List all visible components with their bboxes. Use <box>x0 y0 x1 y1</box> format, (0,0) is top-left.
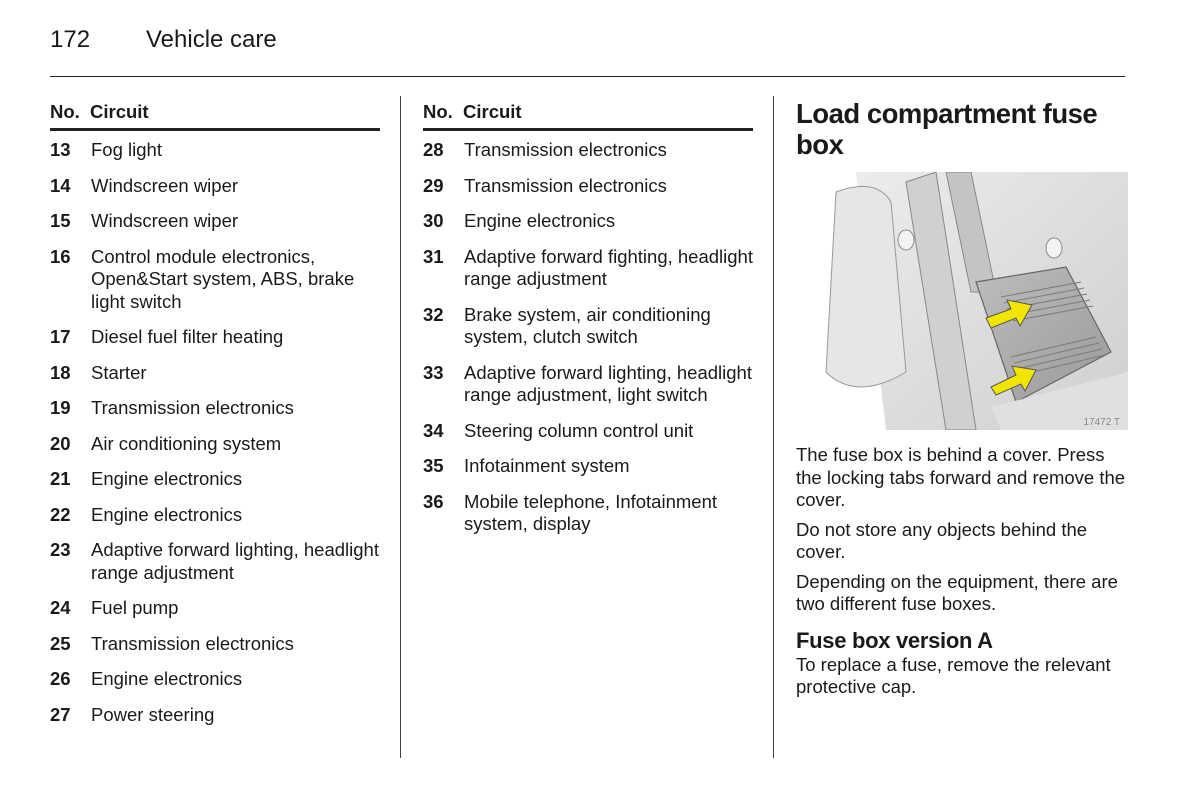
circuit-name: Engine electronics <box>91 468 243 489</box>
circuit-name: Adaptive forward fighting, headlight ran… <box>464 245 753 290</box>
table-row: 23 Adaptive forward lighting, headlight r… <box>50 539 380 584</box>
fuse-number: 22 <box>50 503 71 525</box>
table-row: 36 Mobile telephone, Infotainment system,… <box>423 491 753 536</box>
circuit-name: Fog light <box>91 139 162 160</box>
header-no: No. <box>50 101 80 122</box>
paragraph: To replace a fuse, remove the relevant p… <box>796 653 1111 698</box>
table-row: 28 Transmission electronics <box>423 139 753 162</box>
circuit-name: Engine electronics <box>91 503 243 525</box>
circuit-name: Air conditioning system <box>91 432 282 454</box>
fuse-number: 32 <box>423 303 444 325</box>
circuit-name: Diesel fuel filter heating <box>91 326 284 347</box>
header-no: No. <box>423 101 453 122</box>
table-row: 26 Engine electronics <box>50 668 380 691</box>
table-row: 24 Fuel pump <box>50 597 380 620</box>
circuit-name: Transmission electronics <box>91 632 294 654</box>
fuse-number: 17 <box>50 326 71 347</box>
fuse-number: 23 <box>50 539 71 560</box>
circuit-name: Adaptive forward lighting, headlight ran… <box>91 539 379 583</box>
section-heading: Load compartment fuse box <box>796 98 1098 160</box>
column-divider <box>773 96 774 758</box>
table-row: 35 Infotainment system <box>423 455 753 478</box>
fuse-number: 13 <box>50 139 71 160</box>
fuse-number: 30 <box>423 210 444 231</box>
fuse-number: 36 <box>423 490 444 512</box>
circuit-name: Adaptive forward lighting, headlight ran… <box>464 361 752 406</box>
fuse-number: 27 <box>50 703 71 725</box>
table-row: 30 Engine electronics <box>423 210 753 233</box>
table-row: 33 Adaptive forward lighting, headlight r… <box>423 362 753 407</box>
circuit-name: Engine electronics <box>464 210 616 231</box>
table-row: 19 Transmission electronics <box>50 397 380 420</box>
fuse-number: 33 <box>423 361 444 383</box>
fuse-number: 29 <box>423 174 444 196</box>
circuit-name: Engine electronics <box>91 668 243 689</box>
header-circuit: Circuit <box>90 101 149 122</box>
fuse-number: 31 <box>423 245 444 267</box>
fuse-number: 35 <box>423 455 444 476</box>
circuit-name: Transmission electronics <box>464 139 667 160</box>
fuse-number: 14 <box>50 174 71 196</box>
column-divider <box>400 96 401 758</box>
circuit-name: Windscreen wiper <box>91 174 239 196</box>
fuse-number: 24 <box>50 597 71 618</box>
table-header: No. Circuit <box>423 98 753 131</box>
fuse-number: 20 <box>50 432 71 454</box>
table-row: 17 Diesel fuel filter heating <box>50 326 380 349</box>
table-row: 31 Adaptive forward fighting, headlight r… <box>423 246 753 291</box>
table-row: 14 Windscreen wiper <box>50 175 380 198</box>
fuse-number: 19 <box>50 397 71 418</box>
paragraph: Depending on the equipment, there are tw… <box>796 570 1118 615</box>
page-header: 172 Vehicle care <box>50 24 1125 77</box>
table-row: 32 Brake system, air conditioning system,… <box>423 304 753 349</box>
circuit-name: Starter <box>91 361 147 383</box>
table-row: 13 Fog light <box>50 139 380 162</box>
circuit-name: Windscreen wiper <box>91 210 239 231</box>
fuse-number: 16 <box>50 245 71 267</box>
circuit-name: Fuel pump <box>91 597 179 618</box>
circuit-name: Transmission electronics <box>91 397 294 418</box>
page-number: 172 <box>50 26 91 53</box>
table-row: 20 Air conditioning system <box>50 433 380 456</box>
fuse-number: 25 <box>50 632 71 654</box>
fuse-number: 34 <box>423 419 444 441</box>
circuit-name: Brake system, air conditioning system, c… <box>464 303 711 348</box>
table-header: No. Circuit <box>50 98 380 131</box>
subheading: Fuse box version A <box>796 627 993 653</box>
table-row: 18 Starter <box>50 362 380 385</box>
circuit-name: Steering column control unit <box>464 419 694 441</box>
table-row: 21 Engine electronics <box>50 468 380 491</box>
table-row: 34 Steering column control unit <box>423 420 753 443</box>
section-body: The fuse box is behind a cover. Press th… <box>796 444 1128 699</box>
fuse-number: 18 <box>50 361 71 383</box>
header-circuit: Circuit <box>463 101 522 122</box>
paragraph: The fuse box is behind a cover. Press th… <box>796 444 1126 510</box>
table-row: 15 Windscreen wiper <box>50 210 380 233</box>
circuit-name: Control module electronics, Open&Start s… <box>91 245 355 312</box>
fuse-number: 26 <box>50 668 71 689</box>
fuse-number: 28 <box>423 139 444 160</box>
table-row: 25 Transmission electronics <box>50 633 380 656</box>
circuit-name: Mobile telephone, Infotainment system, d… <box>464 490 718 535</box>
table-row: 22 Engine electronics <box>50 504 380 527</box>
circuit-name: Transmission electronics <box>464 174 667 196</box>
paragraph: Do not store any objects behind the cove… <box>796 518 1088 563</box>
figure-code: 17472 T <box>1083 417 1120 428</box>
fuse-box-drawing <box>796 172 1128 430</box>
table-row: 16 Control module electronics, Open&Start… <box>50 246 380 314</box>
circuit-name: Power steering <box>91 703 215 725</box>
load-compartment-section: Load compartment fuse box <box>796 98 1128 706</box>
circuit-name: Infotainment system <box>464 455 630 476</box>
fuse-box-illustration: 17472 T <box>796 172 1128 430</box>
table-row: 29 Transmission electronics <box>423 175 753 198</box>
fuse-number: 21 <box>50 468 71 489</box>
section-title: Vehicle care <box>146 26 277 53</box>
table-row: 27 Power steering <box>50 704 380 727</box>
fuse-number: 15 <box>50 210 71 231</box>
